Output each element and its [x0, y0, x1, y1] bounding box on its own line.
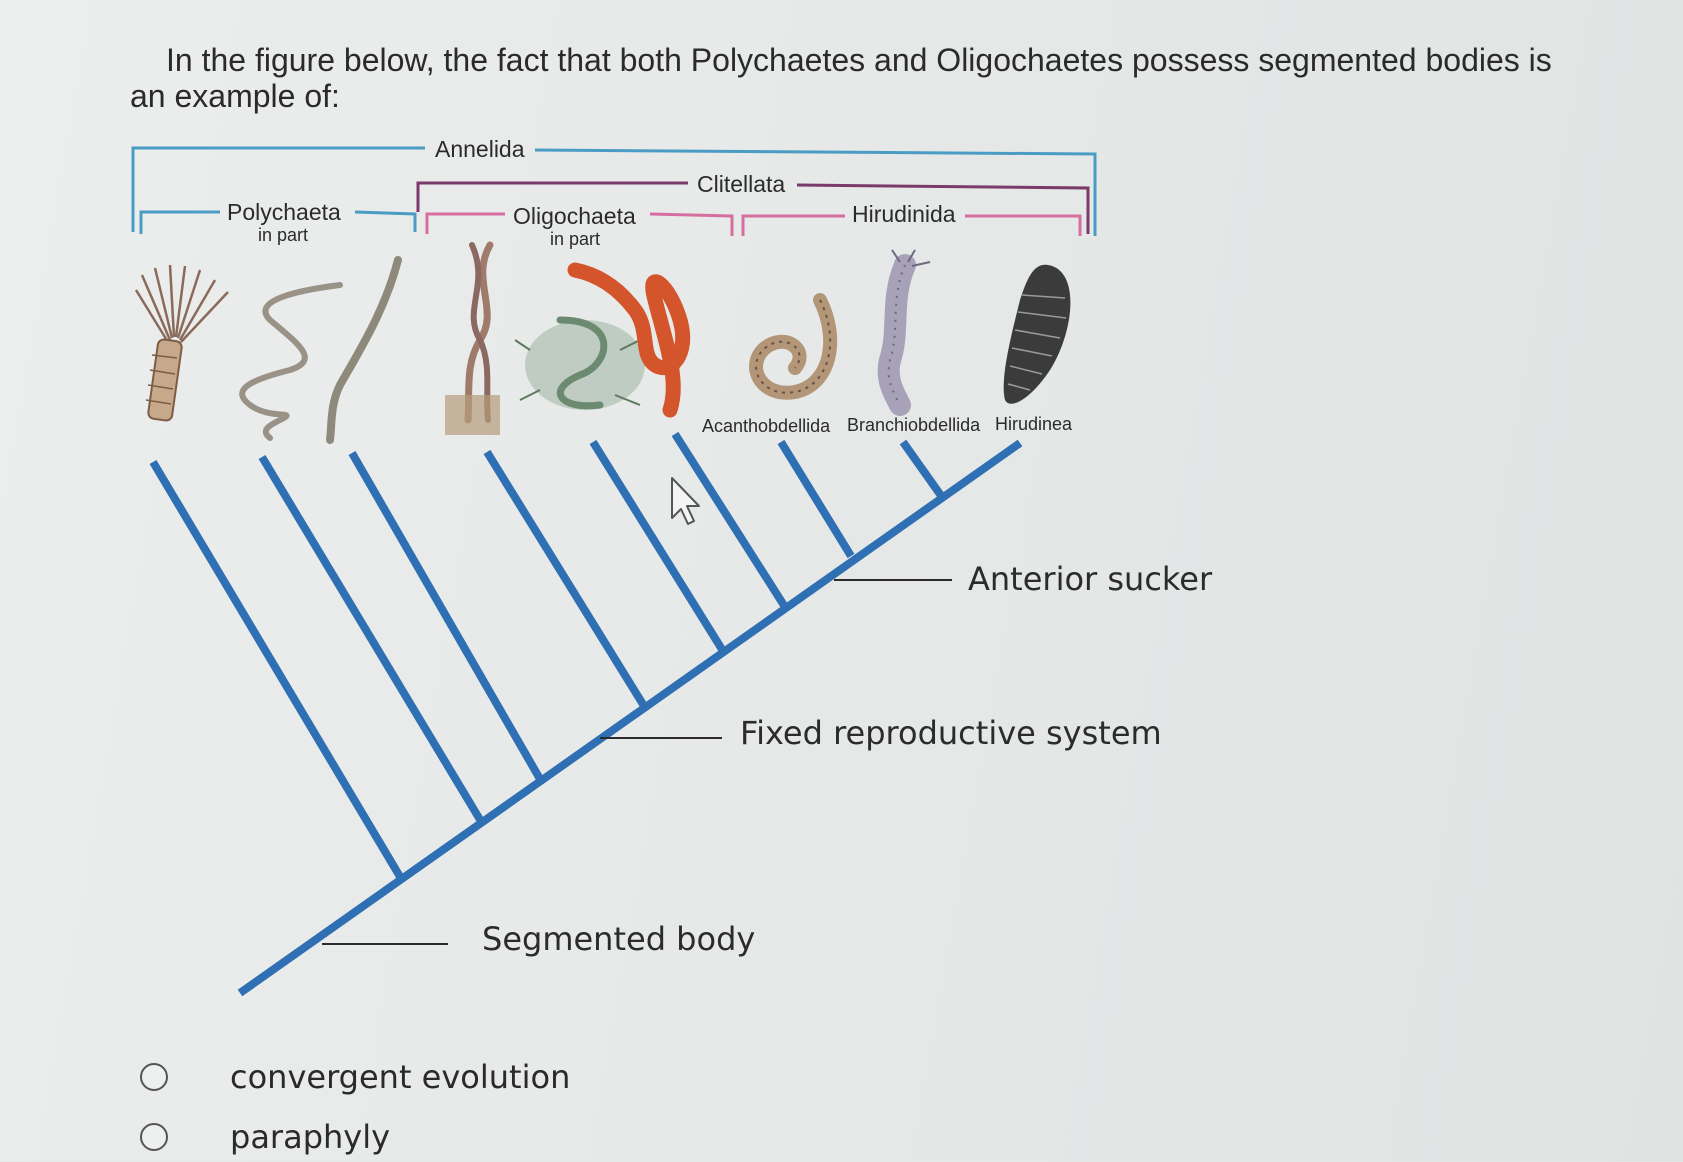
acanthobdellid-illustration — [749, 293, 838, 400]
clitellata-bracket — [416, 181, 1090, 234]
polychaeta-sub-label: in part — [258, 225, 308, 245]
choice-paraphyly[interactable]: paraphyly — [140, 1112, 390, 1162]
hirudinea-label: Hirudinea — [995, 414, 1073, 434]
radio-button-icon[interactable] — [140, 1063, 168, 1091]
oligochaeta-sub-label: in part — [550, 229, 600, 249]
earthworm-illustration — [567, 262, 691, 418]
oligochaeta-label: Oligochaeta — [513, 203, 636, 229]
aquatic-oligochaete-illustration — [514, 316, 645, 410]
annelida-bracket — [131, 146, 1097, 236]
hirudinida-label: Hirudinida — [852, 201, 956, 227]
branchiobdellida-label: Branchiobdellida — [847, 415, 981, 435]
ragworm-illustration — [239, 282, 343, 441]
mouse-cursor-icon — [671, 477, 700, 525]
slender-worm-illustration — [326, 256, 402, 444]
cladogram-tree — [149, 431, 1023, 997]
polychaeta-label: Polychaeta — [227, 199, 341, 225]
tube-worm-illustration — [445, 241, 500, 435]
fixed-reproductive-label: Fixed reproductive system — [740, 714, 1162, 752]
segmented-body-label: Segmented body — [482, 920, 755, 958]
annelida-label: Annelida — [435, 136, 525, 162]
radio-button-icon[interactable] — [140, 1123, 168, 1151]
choice-label: paraphyly — [230, 1118, 391, 1156]
fanworm-illustration — [134, 264, 229, 422]
leech-illustration — [1003, 264, 1071, 404]
choice-convergent-evolution[interactable]: convergent evolution — [140, 1052, 570, 1102]
polychaeta-bracket — [139, 210, 417, 234]
acanthobdellida-label: Acanthobdellida — [702, 416, 831, 436]
anterior-sucker-label: Anterior sucker — [968, 560, 1213, 598]
choice-label: convergent evolution — [230, 1058, 571, 1096]
question-text: In the figure below, the fact that both … — [130, 42, 1552, 114]
clitellata-label: Clitellata — [697, 171, 785, 197]
branchiobdellid-illustration — [877, 249, 931, 416]
hirudinida-bracket — [741, 214, 1082, 236]
trait-markers — [322, 579, 952, 945]
oligochaeta-bracket — [425, 212, 734, 236]
